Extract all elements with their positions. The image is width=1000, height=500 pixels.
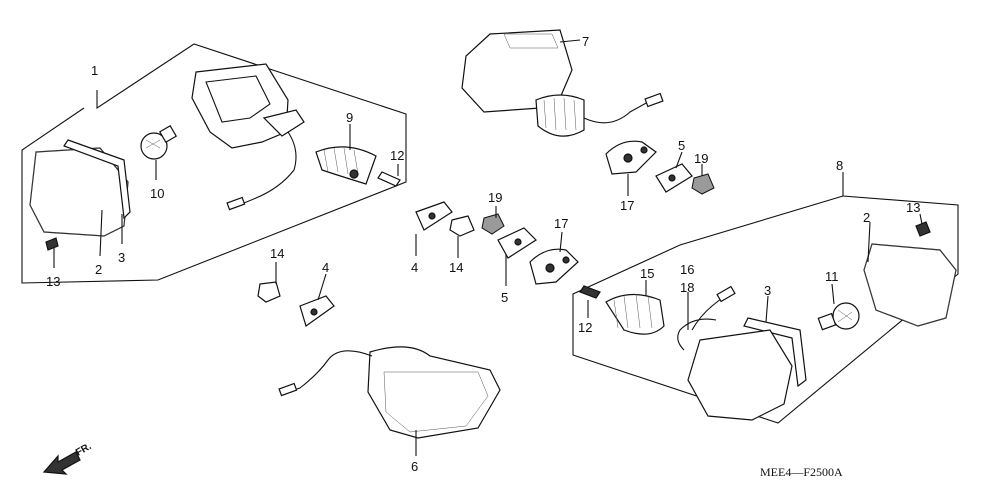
housing-right-front [677,285,793,421]
callout-8: 8 [836,158,843,173]
nut-19-top [691,173,715,195]
bulb-left [140,124,178,160]
stay-5-center [497,227,537,259]
assembly-boundary-left [21,43,407,284]
assembly-boundary-right [572,172,959,424]
callout-5: 5 [501,290,508,305]
callout-13: 13 [46,274,60,289]
callout-3: 3 [764,283,771,298]
callout-12: 12 [578,320,592,335]
screw-right-lens [915,221,931,237]
callout-9: 9 [346,110,353,125]
direction-label: FR. [74,441,94,459]
arrow-left-icon [42,451,81,475]
callout-4: 4 [411,260,418,275]
callout-13: 13 [906,200,920,215]
nut-14-center [449,215,475,237]
screw-left-housing [377,171,401,187]
callout-3: 3 [118,250,125,265]
callout-5: 5 [678,138,685,153]
callout-4: 4 [322,260,329,275]
callout-10: 10 [150,186,164,201]
socket-cover-right [605,293,665,335]
callout-1: 1 [91,63,98,78]
callout-17: 17 [620,198,634,213]
front-direction-arrow: FR. [42,441,94,475]
callout-17: 17 [554,216,568,231]
washer-4-lower [299,295,335,327]
signal-rear-top [461,29,664,137]
callout-15: 15 [640,266,654,281]
callout-16: 16 [680,262,694,277]
callout-11: 11 [825,269,839,284]
signal-left-rear [278,346,501,439]
lens-right-front [863,243,957,327]
callout-12: 12 [390,148,404,163]
nut-19-center [481,213,505,235]
washer-4-center [415,201,453,231]
diagram-code: MEE4—F2500A [760,465,843,479]
lens-left-front [29,147,129,237]
gasket-left-front [63,139,131,220]
leader-lines [53,39,923,456]
screw-left-lens [45,237,59,251]
gasket-right [743,317,807,388]
bracket-17-top [605,140,657,175]
callout-18: 18 [680,280,694,295]
callout-2: 2 [863,210,870,225]
screw-right-housing [579,285,601,299]
callout-6: 6 [411,459,418,474]
callout-14: 14 [270,246,284,261]
callout-labels: 1 2 3 13 10 9 12 14 4 19 14 4 5 17 7 5 1… [46,34,920,474]
bracket-17-center [529,248,579,285]
callout-7: 7 [582,34,589,49]
socket-cover-left [315,146,377,185]
callout-19: 19 [488,190,502,205]
nut-14-lower [257,281,281,303]
callout-14: 14 [449,260,463,275]
housing-left-front [191,63,305,211]
bulb-right [817,302,860,331]
stay-5-top [655,163,693,193]
callout-2: 2 [95,262,102,277]
callout-19: 19 [694,151,708,166]
